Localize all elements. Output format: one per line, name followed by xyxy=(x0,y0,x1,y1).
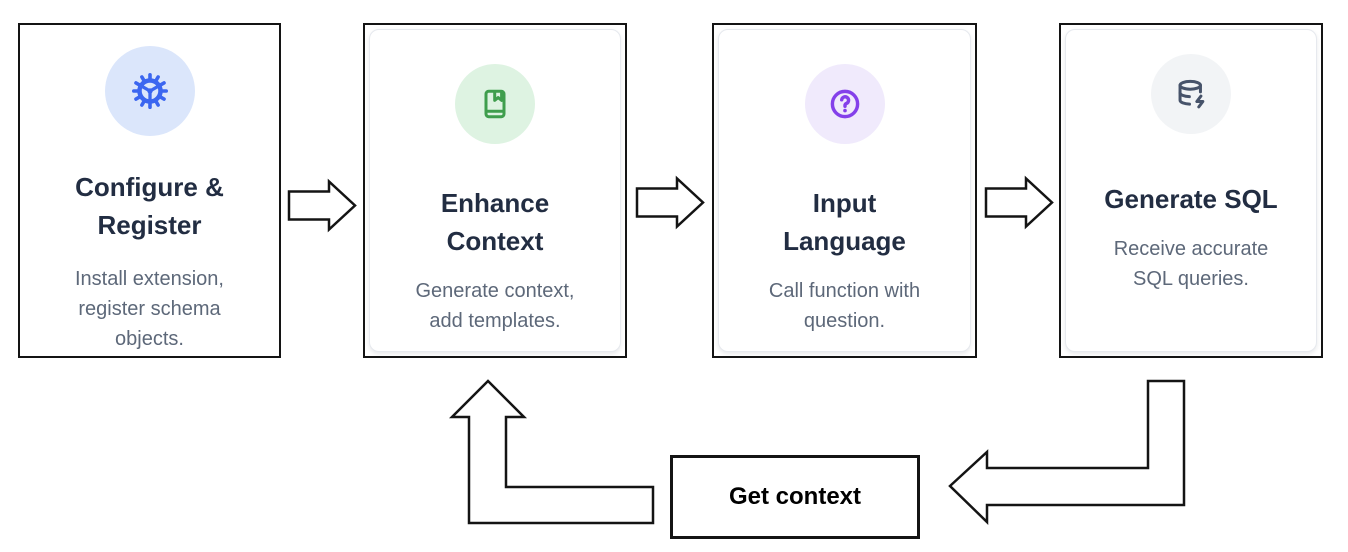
card-description-line: add templates. xyxy=(429,310,561,332)
flow-arrow-step3-to-step4 xyxy=(984,175,1054,230)
card-title-line: Input xyxy=(812,188,877,218)
card-description-line: objects. xyxy=(115,328,184,350)
card-description-line: register schema xyxy=(78,298,221,320)
step-card-input-language: Input Language Call function with questi… xyxy=(712,23,977,358)
card-title: Input Language xyxy=(783,184,906,260)
card-description-line: Generate context, xyxy=(415,280,575,302)
card-panel: Enhance Context Generate context, add te… xyxy=(369,29,621,352)
flow-arrow-step1-to-step2 xyxy=(287,178,357,233)
card-title-line: Enhance xyxy=(440,188,550,218)
icon-badge xyxy=(104,46,195,136)
step-card-configure-register: Configure & Register Install extension, … xyxy=(18,23,281,358)
get-context-label-box: Get context xyxy=(670,455,920,539)
get-context-label: Get context xyxy=(728,483,862,510)
card-panel: Input Language Call function with questi… xyxy=(718,29,971,352)
card-description-line: SQL queries. xyxy=(1133,268,1249,290)
gear-icon xyxy=(131,73,168,109)
icon-badge xyxy=(455,64,535,144)
card-title: Configure & Register xyxy=(75,168,224,244)
book-icon xyxy=(484,89,506,119)
card-description: Call function with question. xyxy=(769,276,920,336)
card-title-line: Language xyxy=(783,226,906,256)
card-title-line: Register xyxy=(97,210,202,240)
icon-badge xyxy=(1151,54,1231,134)
card-title-line: Configure & xyxy=(75,172,224,202)
card-panel: Generate SQL Receive accurate SQL querie… xyxy=(1065,29,1317,352)
flow-arrow-step2-to-step3 xyxy=(635,175,705,230)
card-description-line: Install extension, xyxy=(75,268,224,290)
card-panel: Configure & Register Install extension, … xyxy=(24,29,275,352)
card-title-line: Context xyxy=(446,226,544,256)
card-description: Generate context, add templates. xyxy=(416,276,575,336)
card-description-line: Call function with xyxy=(768,280,921,302)
card-description-line: question. xyxy=(803,310,886,332)
card-title: Enhance Context xyxy=(441,184,549,260)
step-card-enhance-context: Enhance Context Generate context, add te… xyxy=(363,23,627,358)
card-title-line: Generate SQL xyxy=(1104,184,1278,214)
question-circle-icon xyxy=(830,89,859,119)
loop-arrow-up-to-enhance-context xyxy=(448,379,655,525)
loop-arrow-from-generate-sql xyxy=(948,379,1186,525)
icon-badge xyxy=(804,64,885,144)
step-card-generate-sql: Generate SQL Receive accurate SQL querie… xyxy=(1059,23,1323,358)
card-description: Install extension, register schema objec… xyxy=(75,264,224,354)
card-title: Generate SQL xyxy=(1104,180,1277,218)
database-bolt-icon xyxy=(1178,79,1205,109)
card-description-line: Receive accurate xyxy=(1113,238,1269,260)
card-description: Receive accurate SQL queries. xyxy=(1114,234,1269,294)
